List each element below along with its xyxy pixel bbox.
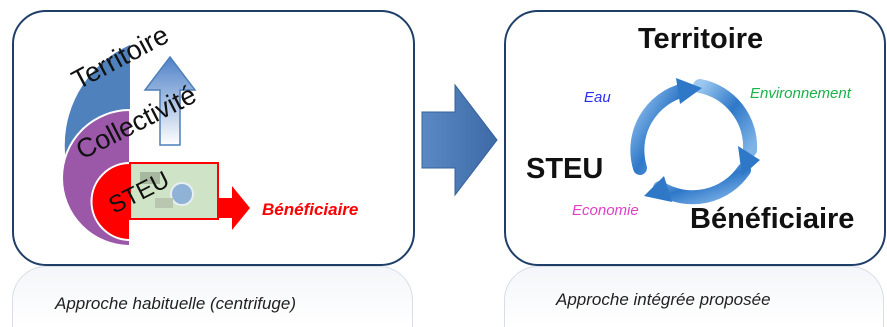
caption-right: Approche intégrée proposée bbox=[556, 290, 771, 309]
label-steu-right: STEU bbox=[526, 153, 603, 185]
photo-detail bbox=[140, 172, 160, 184]
steu-half-disc bbox=[90, 161, 131, 242]
cycle-arrowheads bbox=[644, 78, 760, 202]
photo-tank-icon bbox=[170, 182, 194, 206]
label-eau: Eau bbox=[584, 89, 611, 106]
big-transition-arrow-icon bbox=[421, 83, 498, 197]
up-arrow-icon bbox=[143, 55, 197, 146]
right-panel bbox=[504, 10, 886, 266]
label-environnement: Environnement bbox=[750, 85, 852, 102]
label-beneficiaire-right: Bénéficiaire bbox=[690, 203, 854, 235]
caption-left: Approche habituelle (centrifuge) bbox=[55, 294, 296, 313]
photo-detail bbox=[155, 198, 173, 208]
label-beneficiaire-left: Bénéficiaire bbox=[262, 200, 358, 219]
cycle-arrows-icon bbox=[630, 79, 758, 205]
title-territoire-right: Territoire bbox=[638, 23, 763, 55]
left-panel-reflection bbox=[12, 266, 413, 327]
right-panel-reflection bbox=[504, 266, 884, 327]
label-economie: Economie bbox=[572, 202, 639, 219]
right-red-arrow-icon bbox=[218, 186, 250, 230]
